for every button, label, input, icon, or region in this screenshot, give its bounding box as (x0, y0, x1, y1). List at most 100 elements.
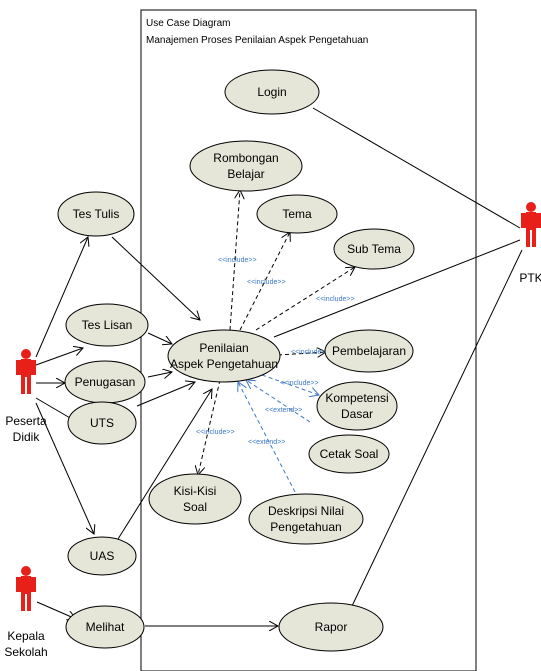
dep-subtema (255, 267, 355, 331)
usecase-label: Kisi-Kisi (174, 484, 217, 498)
assoc-peserta-teslisan (35, 348, 83, 366)
usecase-ellipse (308, 434, 390, 474)
usecase-uas[interactable]: UAS (67, 536, 137, 576)
usecase-label: Kompetensi (325, 391, 388, 405)
usecase-tema[interactable]: Tema (256, 194, 338, 234)
usecase-tes-lisan[interactable]: Tes Lisan (65, 303, 149, 347)
usecase-ellipse (224, 69, 320, 115)
label-extend-deskripsi: <<extend>> (248, 439, 285, 446)
actor-label: Sekolah (4, 645, 47, 659)
assoc-ptk-penilaian (273, 239, 521, 338)
usecase-penugasan[interactable]: Penugasan (64, 360, 146, 404)
usecase-label: Tes Lisan (82, 318, 133, 332)
usecase-label: UTS (90, 416, 114, 430)
usecase-ellipse (248, 493, 364, 545)
usecase-label: Login (257, 85, 286, 99)
actor-left-arm (521, 213, 526, 228)
dependency-lines (198, 190, 355, 493)
relation-labels: <<include>> <<include>> <<include>> <<in… (196, 257, 355, 446)
usecase-ellipse (316, 381, 398, 431)
actor-right-leg (27, 594, 31, 611)
usecase-ellipse (333, 228, 415, 270)
dep-kompetensi (261, 374, 319, 395)
assoc-penugasan-penilaian (147, 372, 172, 377)
usecase-ellipse (65, 303, 149, 347)
actor-head (526, 202, 536, 212)
usecase-label: Pengetahuan (270, 520, 341, 534)
actor-label: PTK (519, 271, 541, 285)
usecase-ellipse (167, 329, 281, 383)
usecase-cetak-soal[interactable]: Cetak Soal (308, 434, 390, 474)
dep-tema (239, 232, 290, 331)
actor-right-arm (31, 360, 36, 375)
usecase-ellipse (189, 140, 303, 192)
actor-left-leg (21, 594, 25, 611)
label-include-kompetensi: <<include>> (280, 380, 319, 387)
actor-right-arm (536, 213, 541, 228)
actor-body (21, 576, 31, 594)
usecase-ellipse (256, 194, 338, 234)
usecase-uts[interactable]: UTS (67, 401, 137, 445)
usecase-label: Soal (183, 500, 207, 514)
actor-head (21, 349, 31, 359)
assoc-kepala-melihat (36, 601, 76, 619)
dep-cetaksoal (246, 380, 311, 423)
usecase-ellipse (324, 329, 414, 373)
actor-left-arm (16, 360, 21, 375)
system-boundary (140, 9, 477, 671)
actor-body (526, 212, 536, 230)
usecase-ellipse (67, 401, 137, 445)
actor-left-arm (16, 577, 21, 592)
label-include-pembelajaran: <<include>> (291, 349, 330, 356)
usecase-ellipse (148, 473, 242, 525)
label-include-tema: <<include>> (247, 279, 286, 286)
usecase-ellipse (65, 605, 145, 649)
actor-label: Kepala (7, 629, 45, 643)
actor-right-leg (27, 377, 31, 394)
usecase-pembelajaran[interactable]: Pembelajaran (324, 329, 414, 373)
dep-deskripsi (238, 382, 296, 493)
usecase-label: Dasar (341, 407, 373, 421)
usecase-label: Sub Tema (347, 242, 401, 256)
usecase-tes-tulis[interactable]: Tes Tulis (57, 191, 135, 237)
assoc-ptk-login (312, 107, 521, 229)
usecase-ellipse (57, 191, 135, 237)
label-include-kisikisi: <<include>> (196, 429, 235, 436)
association-lines (35, 107, 523, 626)
actor-right-arm (31, 577, 36, 592)
usecase-label: Tes Tulis (73, 207, 120, 221)
diagram-title-line1: Use Case Diagram (146, 18, 230, 29)
actor-right-leg (532, 230, 536, 247)
usecase-label: Cetak Soal (320, 447, 379, 461)
usecase-label: Penilaian (199, 341, 248, 355)
usecase-label: Deskripsi Nilai (268, 504, 344, 518)
actor-label: Didik (13, 430, 41, 444)
usecase-ellipse (278, 602, 384, 652)
usecase-label: Aspek Pengetahuan (170, 357, 278, 371)
actor-label: Peserta (5, 414, 47, 428)
usecase-rapor[interactable]: Rapor (278, 602, 384, 652)
actor-ptk[interactable]: PTK (519, 202, 541, 285)
dep-kisikisi (198, 379, 221, 475)
label-include-rombongan: <<include>> (218, 257, 257, 264)
assoc-peserta-testulis (35, 237, 88, 358)
usecase-sub-tema[interactable]: Sub Tema (333, 228, 415, 270)
usecase-login[interactable]: Login (224, 69, 320, 115)
assoc-ptk-rapor (351, 249, 523, 607)
usecase-label: Pembelajaran (332, 344, 406, 358)
label-extend-cetaksoal: <<extend>> (265, 407, 302, 414)
assoc-uas-penilaian (117, 389, 212, 540)
usecase-label: Rombongan (213, 151, 278, 165)
assoc-testulis-penilaian (111, 236, 200, 320)
usecase-label: Rapor (315, 620, 348, 634)
usecase-melihat[interactable]: Melihat (65, 605, 145, 649)
